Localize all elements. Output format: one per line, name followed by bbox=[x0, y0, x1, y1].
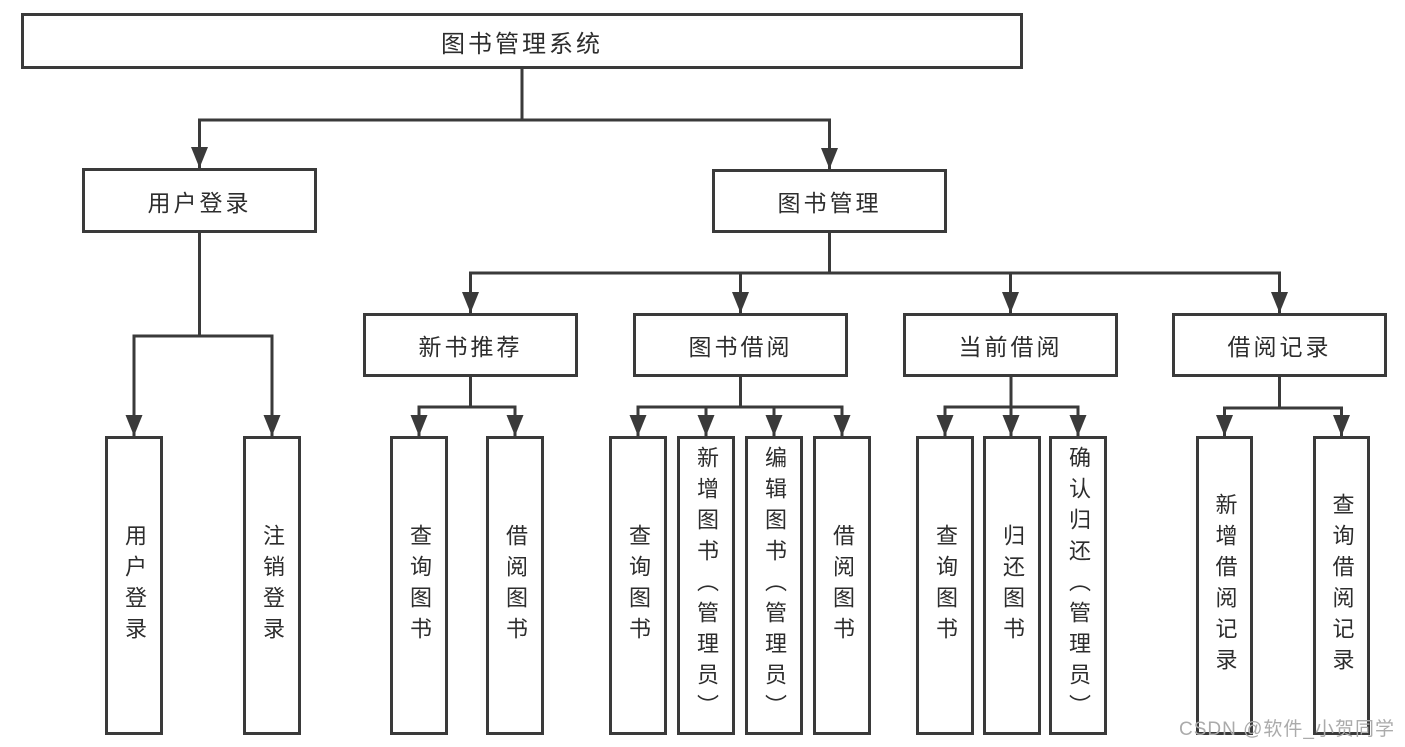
leaf-borrow-borrow-books: 借阅图书 bbox=[813, 436, 871, 735]
node-book-management: 图书管理 bbox=[712, 169, 947, 233]
node-book-management-label: 图书管理 bbox=[777, 190, 882, 216]
node-book-borrow-label: 图书借阅 bbox=[688, 334, 793, 360]
node-root-label: 图书管理系统 bbox=[441, 30, 603, 58]
csdn-watermark: CSDN @软件_小贺同学 bbox=[1179, 719, 1395, 740]
leaf-records-query-record: 查询借阅记录 bbox=[1313, 436, 1370, 735]
leaf-current-confirm-return-admin-label: 确认归还（管理员） bbox=[1066, 446, 1091, 725]
leaf-logout-label: 注销登录 bbox=[260, 523, 285, 648]
leaf-records-add-record: 新增借阅记录 bbox=[1196, 436, 1253, 735]
leaf-records-add-record-label: 新增借阅记录 bbox=[1212, 492, 1238, 679]
leaf-borrow-add-books-admin-label: 新增图书（管理员） bbox=[694, 446, 719, 725]
node-book-borrow: 图书借阅 bbox=[633, 313, 848, 377]
leaf-user-login: 用户登录 bbox=[105, 436, 163, 735]
node-root: 图书管理系统 bbox=[21, 13, 1023, 69]
leaf-current-query-books: 查询图书 bbox=[916, 436, 974, 735]
node-current-borrow: 当前借阅 bbox=[903, 313, 1118, 377]
node-user-login: 用户登录 bbox=[82, 168, 317, 233]
node-user-login-label: 用户登录 bbox=[147, 189, 252, 216]
node-current-borrow-label: 当前借阅 bbox=[958, 334, 1063, 360]
leaf-newrec-borrow-books: 借阅图书 bbox=[486, 436, 544, 735]
leaf-newrec-query-books-label: 查询图书 bbox=[407, 523, 432, 648]
node-borrow-records-label: 借阅记录 bbox=[1227, 334, 1332, 360]
node-new-book-recommend: 新书推荐 bbox=[363, 313, 578, 377]
leaf-borrow-add-books-admin: 新增图书（管理员） bbox=[677, 436, 735, 735]
leaf-borrow-query-books: 查询图书 bbox=[609, 436, 667, 735]
leaf-current-query-books-label: 查询图书 bbox=[933, 523, 958, 648]
leaf-user-login-label: 用户登录 bbox=[122, 523, 147, 648]
leaf-newrec-borrow-books-label: 借阅图书 bbox=[503, 523, 528, 648]
leaf-newrec-query-books: 查询图书 bbox=[390, 436, 448, 735]
leaf-borrow-edit-books-admin: 编辑图书（管理员） bbox=[745, 436, 803, 735]
leaf-current-return-books-label: 归还图书 bbox=[1000, 523, 1025, 648]
leaf-logout: 注销登录 bbox=[243, 436, 301, 735]
leaf-borrow-query-books-label: 查询图书 bbox=[626, 523, 651, 648]
leaf-borrow-borrow-books-label: 借阅图书 bbox=[830, 523, 855, 648]
leaf-borrow-edit-books-admin-label: 编辑图书（管理员） bbox=[762, 446, 787, 725]
leaf-current-confirm-return-admin: 确认归还（管理员） bbox=[1049, 436, 1107, 735]
leaf-records-query-record-label: 查询借阅记录 bbox=[1329, 492, 1355, 679]
leaf-current-return-books: 归还图书 bbox=[983, 436, 1041, 735]
node-borrow-records: 借阅记录 bbox=[1172, 313, 1387, 377]
node-new-book-recommend-label: 新书推荐 bbox=[418, 334, 523, 360]
